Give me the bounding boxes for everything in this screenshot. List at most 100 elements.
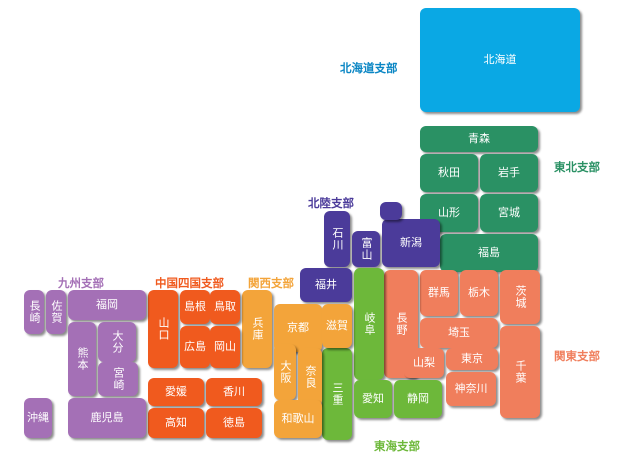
pref-okayama[interactable]: 岡山 (210, 326, 240, 368)
pref-label: 北海道 (483, 53, 517, 66)
pref-label: 滋賀 (326, 319, 348, 332)
pref-label: 栃木 (468, 286, 490, 299)
pref-label: 山梨 (413, 356, 435, 369)
pref-label: 神奈川 (454, 382, 488, 395)
pref-akita[interactable]: 秋田 (420, 154, 478, 192)
pref-kumamoto[interactable]: 熊本 (68, 322, 96, 396)
pref-gifu[interactable]: 岐阜 (354, 268, 384, 380)
pref-kagawa[interactable]: 香川 (206, 378, 262, 406)
pref-tochigi[interactable]: 栃木 (460, 270, 498, 316)
pref-label: 広島 (184, 340, 206, 353)
pref-yamaguchi[interactable]: 山口 (148, 290, 178, 368)
pref-iwate[interactable]: 岩手 (480, 154, 538, 192)
pref-label: 東京 (461, 352, 483, 365)
pref-fukuoka[interactable]: 福岡 (68, 290, 146, 320)
pref-label: 徳島 (223, 416, 245, 429)
pref-hiroshima[interactable]: 広島 (180, 326, 210, 368)
pref-aichi[interactable]: 愛知 (354, 380, 392, 418)
pref-okinawa[interactable]: 沖縄 (24, 398, 52, 438)
pref-shiga[interactable]: 滋賀 (322, 304, 352, 348)
pref-label: 福島 (478, 246, 500, 259)
pref-label: 新潟 (400, 236, 422, 249)
pref-label: 大分 (111, 330, 124, 354)
pref-label: 島根 (184, 300, 206, 313)
pref-nagasaki[interactable]: 長崎 (24, 290, 44, 334)
region-label-kanto[interactable]: 関東支部 (554, 349, 600, 363)
pref-label: 大阪 (279, 360, 292, 384)
pref-shimane[interactable]: 島根 (180, 290, 210, 324)
pref-label: 香川 (223, 385, 245, 398)
pref-kochi[interactable]: 高知 (148, 408, 204, 438)
pref-hyogo[interactable]: 兵庫 (242, 290, 272, 368)
pref-label: 沖縄 (27, 411, 49, 424)
pref-label: 千葉 (514, 360, 527, 384)
pref-chiba[interactable]: 千葉 (500, 326, 540, 418)
region-label-kansai[interactable]: 関西支部 (248, 276, 294, 290)
region-label-chugoku[interactable]: 中国四国支部 (155, 276, 224, 290)
pref-kanagawa[interactable]: 神奈川 (446, 372, 496, 406)
pref-oita[interactable]: 大分 (98, 322, 136, 362)
pref-label: 高知 (165, 416, 187, 429)
pref-tottori[interactable]: 鳥取 (210, 290, 240, 324)
pref-fukushima[interactable]: 福島 (440, 234, 538, 272)
pref-wakayama[interactable]: 和歌山 (274, 400, 322, 438)
pref-label: 長野 (395, 312, 408, 336)
pref-label: 群馬 (428, 286, 450, 299)
pref-label: 秋田 (438, 166, 460, 179)
pref-label: 京都 (287, 321, 309, 334)
pref-mie[interactable]: 三重 (322, 348, 352, 440)
pref-saitama[interactable]: 埼玉 (420, 318, 498, 348)
pref-niigata[interactable]: 新潟 (382, 219, 440, 267)
region-label-tohoku[interactable]: 東北支部 (554, 160, 600, 174)
pref-label: 愛媛 (165, 385, 187, 398)
region-label-hokkaido[interactable]: 北海道支部 (340, 61, 398, 75)
pref-ibaraki[interactable]: 茨城 (500, 270, 540, 324)
pref-label: 和歌山 (281, 412, 315, 425)
pref-label: 鹿児島 (90, 411, 124, 424)
pref-gunma[interactable]: 群馬 (420, 270, 458, 316)
pref-label: 山口 (157, 317, 170, 341)
pref-toyama[interactable]: 富山 (352, 231, 380, 267)
pref-label: 三重 (331, 382, 344, 406)
pref-label: 奈良 (304, 365, 317, 389)
pref-label: 佐賀 (50, 300, 63, 324)
region-label-hokuriku[interactable]: 北陸支部 (308, 196, 354, 210)
pref-miyazaki[interactable]: 宮崎 (98, 362, 138, 396)
pref-aomori[interactable]: 青森 (420, 126, 538, 152)
pref-label: 熊本 (76, 347, 89, 371)
pref-label: 福井 (315, 278, 337, 291)
pref-label: 愛知 (362, 392, 384, 405)
pref-label: 岐阜 (363, 312, 376, 336)
pref-saga[interactable]: 佐賀 (46, 290, 66, 334)
pref-label: 兵庫 (251, 317, 264, 341)
pref-kagoshima[interactable]: 鹿児島 (68, 398, 146, 438)
pref-label: 静岡 (407, 392, 429, 405)
pref-label: 富山 (360, 237, 373, 261)
pref-label: 青森 (468, 132, 490, 145)
pref-tokyo[interactable]: 東京 (446, 348, 498, 370)
region-label-tokai[interactable]: 東海支部 (374, 439, 420, 453)
pref-nara[interactable]: 奈良 (298, 348, 322, 406)
pref-yamanashi[interactable]: 山梨 (404, 348, 444, 378)
pref-nagano[interactable]: 長野 (384, 270, 418, 378)
pref-label: 宮崎 (112, 367, 125, 391)
pref-sado[interactable] (380, 202, 402, 220)
pref-ishikawa[interactable]: 石川 (324, 211, 350, 267)
pref-osaka[interactable]: 大阪 (274, 344, 296, 400)
pref-label: 埼玉 (448, 326, 470, 339)
pref-tokushima[interactable]: 徳島 (206, 408, 262, 438)
pref-label: 鳥取 (214, 300, 236, 313)
pref-fukui[interactable]: 福井 (300, 268, 352, 302)
region-label-kyushu[interactable]: 九州支部 (58, 276, 104, 290)
pref-ehime[interactable]: 愛媛 (148, 378, 204, 406)
pref-hokkaido[interactable]: 北海道 (420, 8, 580, 112)
pref-miyagi[interactable]: 宮城 (480, 194, 538, 232)
pref-label: 茨城 (514, 285, 527, 309)
pref-shizuoka[interactable]: 静岡 (394, 380, 442, 418)
pref-label: 長崎 (28, 300, 41, 324)
pref-label: 岩手 (498, 166, 520, 179)
pref-label: 福岡 (96, 298, 118, 311)
pref-label: 岡山 (214, 340, 236, 353)
pref-label: 石川 (331, 227, 344, 251)
